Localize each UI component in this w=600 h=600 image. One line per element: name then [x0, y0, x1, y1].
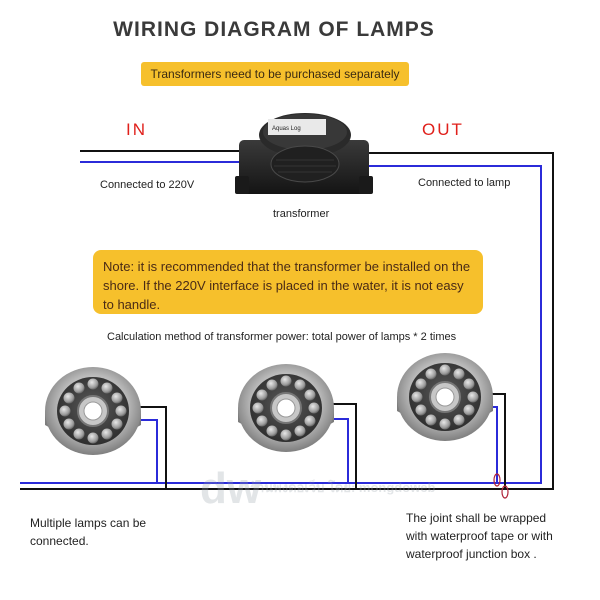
watermark-text: ร้านพงดอเว็บ โดย: mongdoweb [250, 478, 436, 495]
input-caption: Connected to 220V [100, 179, 195, 191]
watermark: dw ร้านพงดอเว็บ โดย: mongdoweb [200, 464, 436, 513]
output-caption: Connected to lamp [418, 177, 511, 189]
joint-line-2: with waterproof tape or with [406, 529, 553, 543]
wire-joint-icon [493, 473, 509, 499]
multiple-lamps-line-1: Multiple lamps can be [30, 516, 147, 530]
joint-line-1: The joint shall be wrapped [406, 511, 547, 525]
joint-note: The joint shall be wrapped with waterpro… [406, 509, 553, 563]
multiple-lamps-line-2: connected. [30, 534, 89, 548]
transformer-icon: Aquas Log [235, 113, 373, 194]
underwater-lamp-icon [237, 363, 335, 453]
installation-note: Note: it is recommended that the transfo… [93, 250, 483, 314]
page-title: WIRING DIAGRAM OF LAMPS [113, 18, 435, 41]
multiple-lamps-note: Multiple lamps can be connected. [30, 514, 146, 550]
output-label: OUT [422, 120, 464, 139]
lamp-branch-wires [135, 393, 506, 489]
power-calculation-text: Calculation method of transformer power:… [107, 331, 457, 343]
transformer-brand-text: Aquas Log [272, 126, 301, 132]
output-blue-trunk [20, 165, 542, 484]
output-black-trunk [20, 152, 554, 490]
purchase-notice-banner: Transformers need to be purchased separa… [141, 62, 409, 86]
output-wires [20, 152, 554, 490]
input-wires [80, 150, 246, 163]
underwater-lamp-icon [396, 352, 494, 442]
input-label: IN [126, 120, 147, 139]
joint-line-3: waterproof junction box . [406, 547, 537, 561]
transformer-caption: transformer [273, 208, 330, 220]
underwater-lamp-icon [44, 366, 142, 456]
svg-text:dw: dw [200, 464, 262, 513]
